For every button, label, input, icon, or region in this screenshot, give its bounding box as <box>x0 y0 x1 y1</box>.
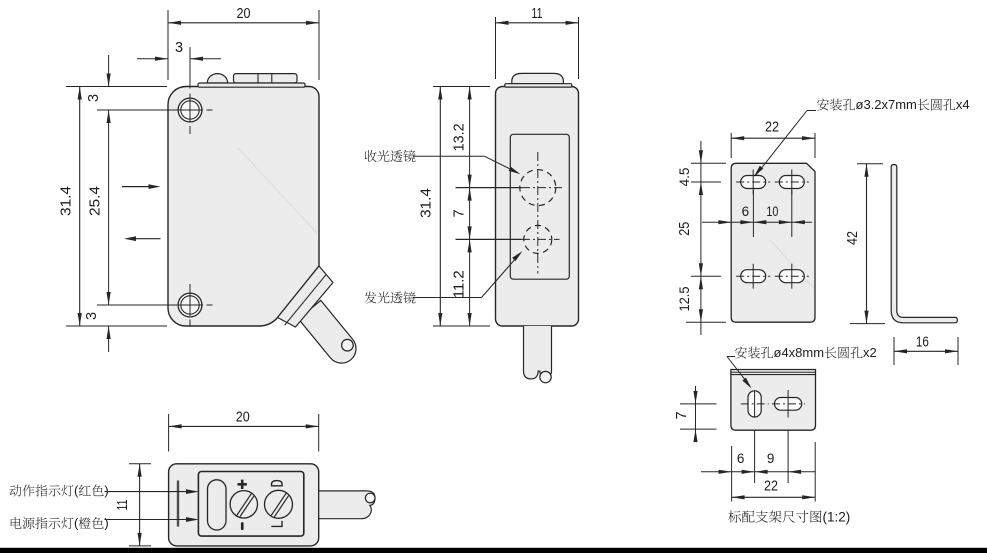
svg-text:x2: x2 <box>863 345 877 360</box>
svg-text:6: 6 <box>737 451 745 466</box>
svg-text:20: 20 <box>236 410 250 426</box>
svg-text:20: 20 <box>237 6 251 22</box>
svg-text:3: 3 <box>86 94 102 102</box>
svg-text:16: 16 <box>916 335 929 351</box>
svg-text:9: 9 <box>767 451 775 466</box>
svg-text:ø3.2x7mm: ø3.2x7mm <box>856 97 917 112</box>
svg-text:13.2: 13.2 <box>452 123 468 151</box>
svg-text:22: 22 <box>765 120 779 136</box>
svg-text:25: 25 <box>677 222 693 236</box>
svg-text:6: 6 <box>742 204 750 219</box>
svg-text:7: 7 <box>452 209 468 217</box>
svg-text:10: 10 <box>766 204 778 219</box>
svg-text:42: 42 <box>845 231 861 245</box>
svg-text:3: 3 <box>175 40 183 56</box>
svg-text:): ) <box>104 516 108 531</box>
svg-text:31.4: 31.4 <box>59 186 75 216</box>
svg-text:22: 22 <box>764 479 778 495</box>
svg-text:ø4x8mm: ø4x8mm <box>774 345 825 360</box>
svg-text:12.5: 12.5 <box>677 287 692 312</box>
svg-text:(: ( <box>74 483 79 498</box>
svg-text:11.2: 11.2 <box>452 270 468 298</box>
svg-text:(1:2): (1:2) <box>823 509 851 524</box>
svg-text:(: ( <box>74 516 79 531</box>
svg-text:11: 11 <box>532 6 543 22</box>
svg-text:): ) <box>104 483 108 498</box>
svg-text:4.5: 4.5 <box>677 168 692 187</box>
svg-text:7: 7 <box>674 411 690 419</box>
svg-text:3: 3 <box>84 312 100 320</box>
svg-text:31.4: 31.4 <box>419 188 435 218</box>
svg-text:25.4: 25.4 <box>88 186 104 216</box>
svg-text:11: 11 <box>115 500 131 511</box>
svg-text:x4: x4 <box>956 97 970 112</box>
